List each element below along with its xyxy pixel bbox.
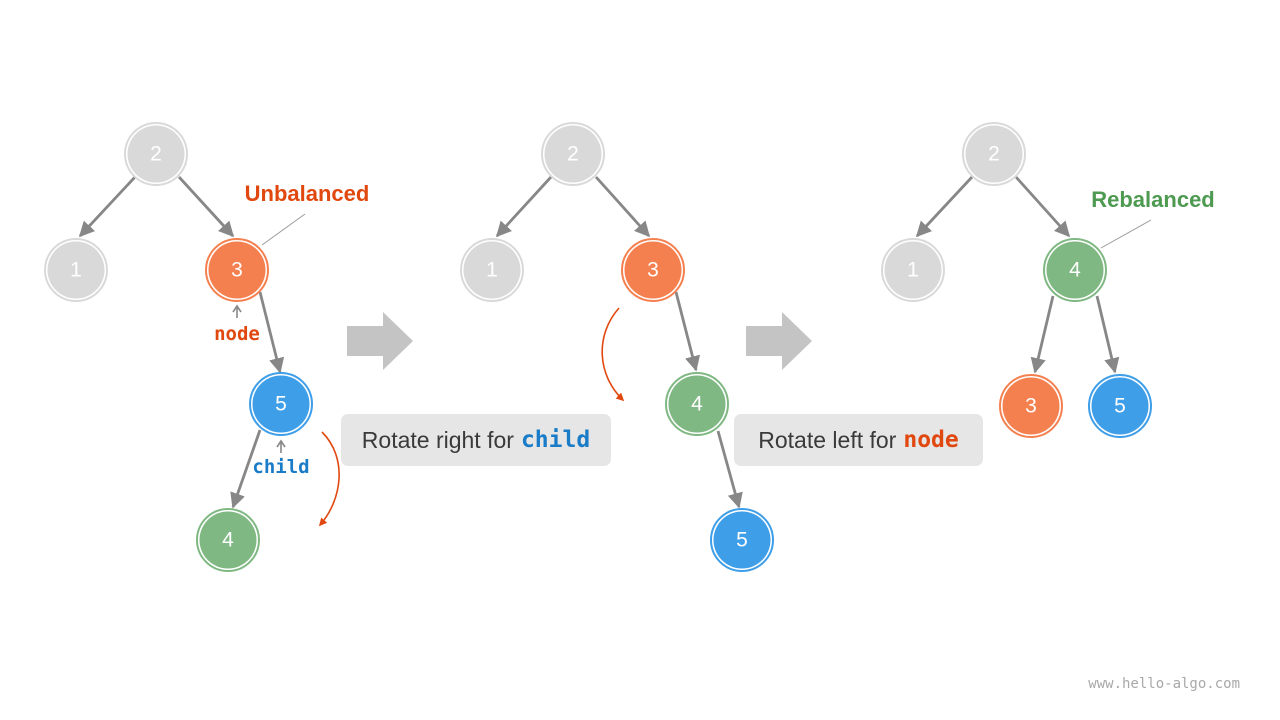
unbalanced-leader-line <box>261 213 306 246</box>
edge-4-3 <box>1030 295 1055 374</box>
step-label-rotate-right: Rotate right for child <box>341 414 611 466</box>
svg-text:5: 5 <box>275 393 287 416</box>
edge-2-1 <box>78 176 137 238</box>
node-pointer-arrow <box>232 304 242 318</box>
svg-text:2: 2 <box>150 143 162 166</box>
node-pointer-label: node <box>214 323 260 345</box>
svg-text:1: 1 <box>907 259 919 282</box>
step-text: Rotate right for <box>361 426 514 453</box>
svg-text:4: 4 <box>691 393 703 416</box>
unbalanced-label: Unbalanced <box>245 181 370 206</box>
step-keyword-node: node <box>903 427 959 453</box>
edge-4-5 <box>716 430 743 509</box>
child-pointer-label: child <box>252 456 309 478</box>
tree-node-1: 1 <box>881 238 945 302</box>
edge-2-4 <box>1014 176 1071 238</box>
edge-3-5 <box>258 291 285 374</box>
rotate-right-curved-arrow <box>318 431 340 527</box>
svg-text:1: 1 <box>486 259 498 282</box>
tree-node-5: 5 <box>1088 374 1152 438</box>
rotate-left-curved-arrow <box>601 307 625 402</box>
edge-2-1 <box>915 176 974 238</box>
edge-3-4 <box>674 291 701 372</box>
tree-node-2: 2 <box>962 122 1026 186</box>
tree-node-2: 2 <box>541 122 605 186</box>
svg-text:3: 3 <box>1025 395 1037 418</box>
edge-2-3 <box>177 176 235 238</box>
transition-arrow-2 <box>746 312 812 370</box>
tree-node-3: 3 <box>999 374 1063 438</box>
tree-node-3: 3 <box>621 238 685 302</box>
step-keyword-child: child <box>520 427 591 453</box>
tree-node-5: 5 <box>710 508 774 572</box>
edge-2-1 <box>495 176 553 238</box>
svg-text:5: 5 <box>736 529 748 552</box>
tree-node-4: 4 <box>1043 238 1107 302</box>
svg-text:4: 4 <box>222 529 234 552</box>
child-pointer-arrow <box>276 439 286 453</box>
svg-text:2: 2 <box>567 143 579 166</box>
tree-node-5: 5 <box>249 372 313 436</box>
transition-arrow-1 <box>347 312 413 370</box>
tree-node-1: 1 <box>460 238 524 302</box>
edge-5-4 <box>230 429 262 509</box>
tree-node-4: 4 <box>665 372 729 436</box>
svg-text:5: 5 <box>1114 395 1126 418</box>
svg-text:2: 2 <box>988 143 1000 166</box>
edge-2-3 <box>594 176 651 238</box>
tree-node-2: 2 <box>124 122 188 186</box>
rebalanced-label: Rebalanced <box>1091 187 1215 212</box>
rebalanced-leader-line <box>1100 219 1152 249</box>
tree-node-3: 3 <box>205 238 269 302</box>
step-text: Rotate left for <box>758 426 897 453</box>
tree-node-1: 1 <box>44 238 108 302</box>
watermark: www.hello-algo.com <box>1088 676 1240 692</box>
svg-text:4: 4 <box>1069 259 1081 282</box>
tree-node-4: 4 <box>196 508 260 572</box>
step-label-rotate-left: Rotate left for node <box>734 414 983 466</box>
svg-text:1: 1 <box>70 259 82 282</box>
edge-4-5 <box>1095 295 1120 374</box>
svg-text:3: 3 <box>647 259 659 282</box>
svg-text:3: 3 <box>231 259 243 282</box>
